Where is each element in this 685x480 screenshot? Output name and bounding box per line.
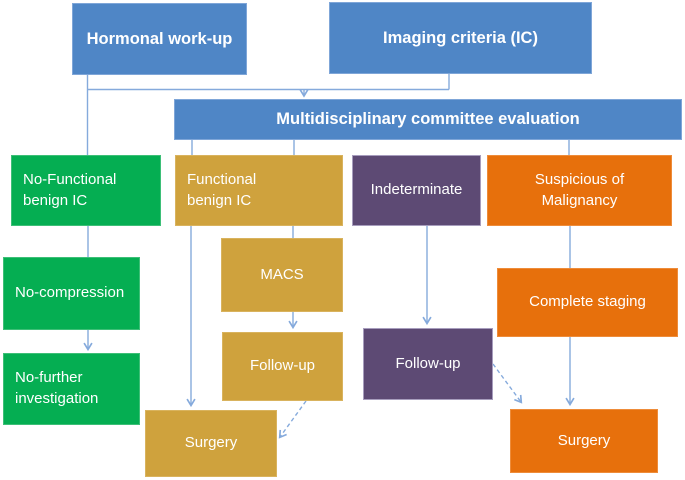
node-imaging-criteria-label: Imaging criteria (IC) [383, 28, 538, 47]
node-complete-staging: Complete staging [497, 268, 678, 337]
node-surgery-functional-label: Surgery [184, 434, 238, 452]
node-no-further-investigation-label: No-further investigation [15, 369, 99, 407]
node-hormonal-workup: Hormonal work-up [72, 3, 247, 75]
node-no-functional-benign-ic-label: No-Functional benign IC [23, 170, 117, 209]
node-surgery-malignancy: Surgery [510, 409, 658, 473]
node-indeterminate: Indeterminate [352, 155, 481, 226]
node-suspicious-of-malignancy: Suspicious of Malignancy [487, 155, 672, 226]
node-no-compression-label: No-compression [15, 284, 125, 302]
node-hormonal-workup-label: Hormonal work-up [86, 29, 233, 48]
node-follow-up-indeterminate: Follow-up [363, 328, 493, 400]
node-no-compression: No-compression [3, 257, 140, 330]
node-follow-up-functional: Follow-up [222, 332, 343, 401]
node-follow-up-functional-label: Follow-up [249, 357, 316, 375]
node-surgery-functional: Surgery [145, 410, 277, 477]
node-no-further-investigation: No-further investigation [3, 353, 140, 425]
node-committee-evaluation-label: Multidisciplinary committee evaluation [276, 110, 580, 129]
node-macs: MACS [221, 238, 343, 312]
node-indeterminate-label: Indeterminate [370, 181, 463, 199]
node-suspicious-of-malignancy-label: Suspicious of Malignancy [534, 170, 625, 209]
node-functional-benign-ic: Functional benign IC [175, 155, 343, 226]
edge-followup-surgery-dashed-gold [278, 400, 307, 439]
node-complete-staging-label: Complete staging [529, 293, 646, 311]
edge-followup-surgery-dashed-purple [492, 363, 523, 404]
node-macs-label: MACS [260, 265, 304, 283]
node-functional-benign-ic-label: Functional benign IC [187, 170, 257, 209]
node-surgery-malignancy-label: Surgery [557, 431, 611, 449]
node-committee-evaluation: Multidisciplinary committee evaluation [174, 99, 682, 140]
node-no-functional-benign-ic: No-Functional benign IC [11, 155, 161, 226]
node-imaging-criteria: Imaging criteria (IC) [329, 2, 592, 74]
node-follow-up-indeterminate-label: Follow-up [395, 354, 461, 372]
